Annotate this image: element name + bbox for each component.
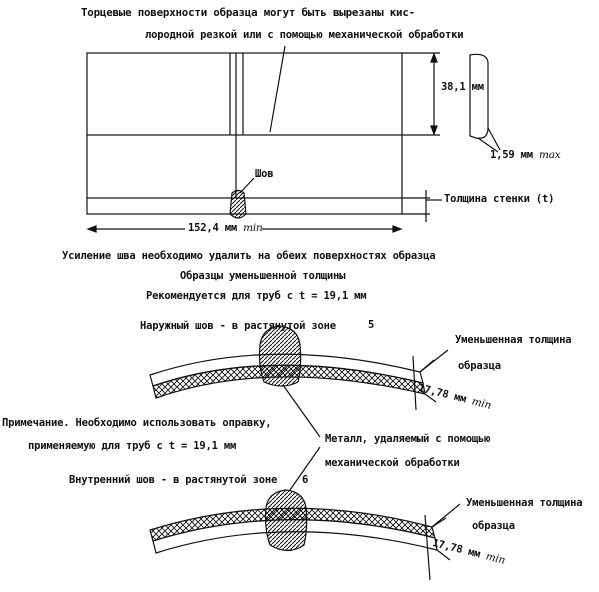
width-dim-arrow-bottom bbox=[430, 125, 438, 136]
edge-dim-line-a bbox=[477, 137, 499, 153]
specimen-5-reduced-line2: образца bbox=[458, 360, 501, 372]
edge-dim-line-b bbox=[487, 127, 501, 151]
specimen-5-reduced-leader bbox=[419, 349, 449, 373]
edge-section bbox=[469, 53, 489, 139]
specimen-6-number: 6 bbox=[302, 474, 309, 486]
weld-label-leader bbox=[239, 177, 255, 194]
specimen-6-reduced-line2: образца bbox=[472, 520, 515, 532]
length-dimension-value: 152,4 мм bbox=[188, 222, 237, 234]
width-dimension-label: 38,1 мм bbox=[441, 81, 484, 93]
specimen-6-thickness-ext-b bbox=[436, 549, 451, 561]
specimen-6-reduced-leader bbox=[431, 503, 461, 528]
top-specimen-side bbox=[86, 177, 442, 233]
reduced-thickness-caption: Образцы уменьшенной толщины bbox=[180, 270, 346, 282]
specimen-5-drawing bbox=[149, 325, 449, 438]
end-surface-note-line1: Торцевые поверхности образца могут быть … bbox=[81, 6, 415, 19]
specimen-5-weld bbox=[258, 325, 302, 387]
length-dim-arrow-right bbox=[392, 225, 403, 233]
specimen-6-outer-layer bbox=[152, 519, 438, 554]
length-dim-arrow-left bbox=[86, 225, 97, 233]
metal-removed-line2: механической обработки bbox=[325, 457, 460, 469]
specimen-5-thickness-ext-b bbox=[424, 393, 437, 403]
recommended-caption: Рекомендуется для труб с t = 19,1 мм bbox=[146, 290, 367, 302]
edge-dimension-suffix: max bbox=[538, 149, 561, 161]
edge-dimension-value: 1,59 мм bbox=[490, 149, 533, 161]
wall-thickness-label: Толщина стенки (t) bbox=[444, 193, 555, 205]
specimen-5-reduced-line1: Уменьшенная толщина bbox=[455, 334, 572, 346]
mandrel-note-line2: применяемую для труб с t = 19,1 мм bbox=[28, 440, 237, 452]
metal-removed-line1: Металл, удаляемый с помощью bbox=[325, 433, 491, 445]
metal-removed-leader-5 bbox=[282, 384, 321, 438]
specimen-6-reduced-line1: Уменьшенная толщина bbox=[466, 497, 583, 509]
length-dimension-suffix: min bbox=[243, 222, 263, 234]
specimen-5-thickness-dim bbox=[412, 355, 417, 411]
metal-removed-leader-6 bbox=[289, 446, 321, 491]
top-specimen-plan bbox=[86, 45, 501, 198]
length-dimension-label: 152,4 мм min bbox=[188, 222, 263, 234]
specimen-plate bbox=[86, 52, 403, 136]
specimen-5-title: Наружный шов - в растянутой зоне bbox=[140, 320, 336, 332]
reinforcement-caption: Усиление шва необходимо удалить на обеих… bbox=[62, 250, 436, 262]
specimen-6-title: Внутренний шов - в растянутой зоне bbox=[69, 474, 278, 486]
end-surface-note-line2: лородной резкой или с помощью механическ… bbox=[145, 29, 464, 41]
specimen-6-drawing bbox=[149, 446, 461, 581]
weld-bead-side bbox=[229, 189, 247, 219]
specimen-6-thickness-dim bbox=[424, 514, 431, 581]
weld-label: Шов bbox=[255, 168, 274, 180]
edge-dimension-label: 1,59 мм max bbox=[490, 149, 561, 161]
note-leader bbox=[269, 45, 286, 133]
mandrel-note-line1: Примечание. Необходимо использовать опра… bbox=[2, 417, 272, 429]
specimen-6-weld bbox=[264, 489, 308, 552]
width-dim-arrow-top bbox=[430, 52, 438, 63]
specimen-5-number: 5 bbox=[368, 319, 375, 331]
